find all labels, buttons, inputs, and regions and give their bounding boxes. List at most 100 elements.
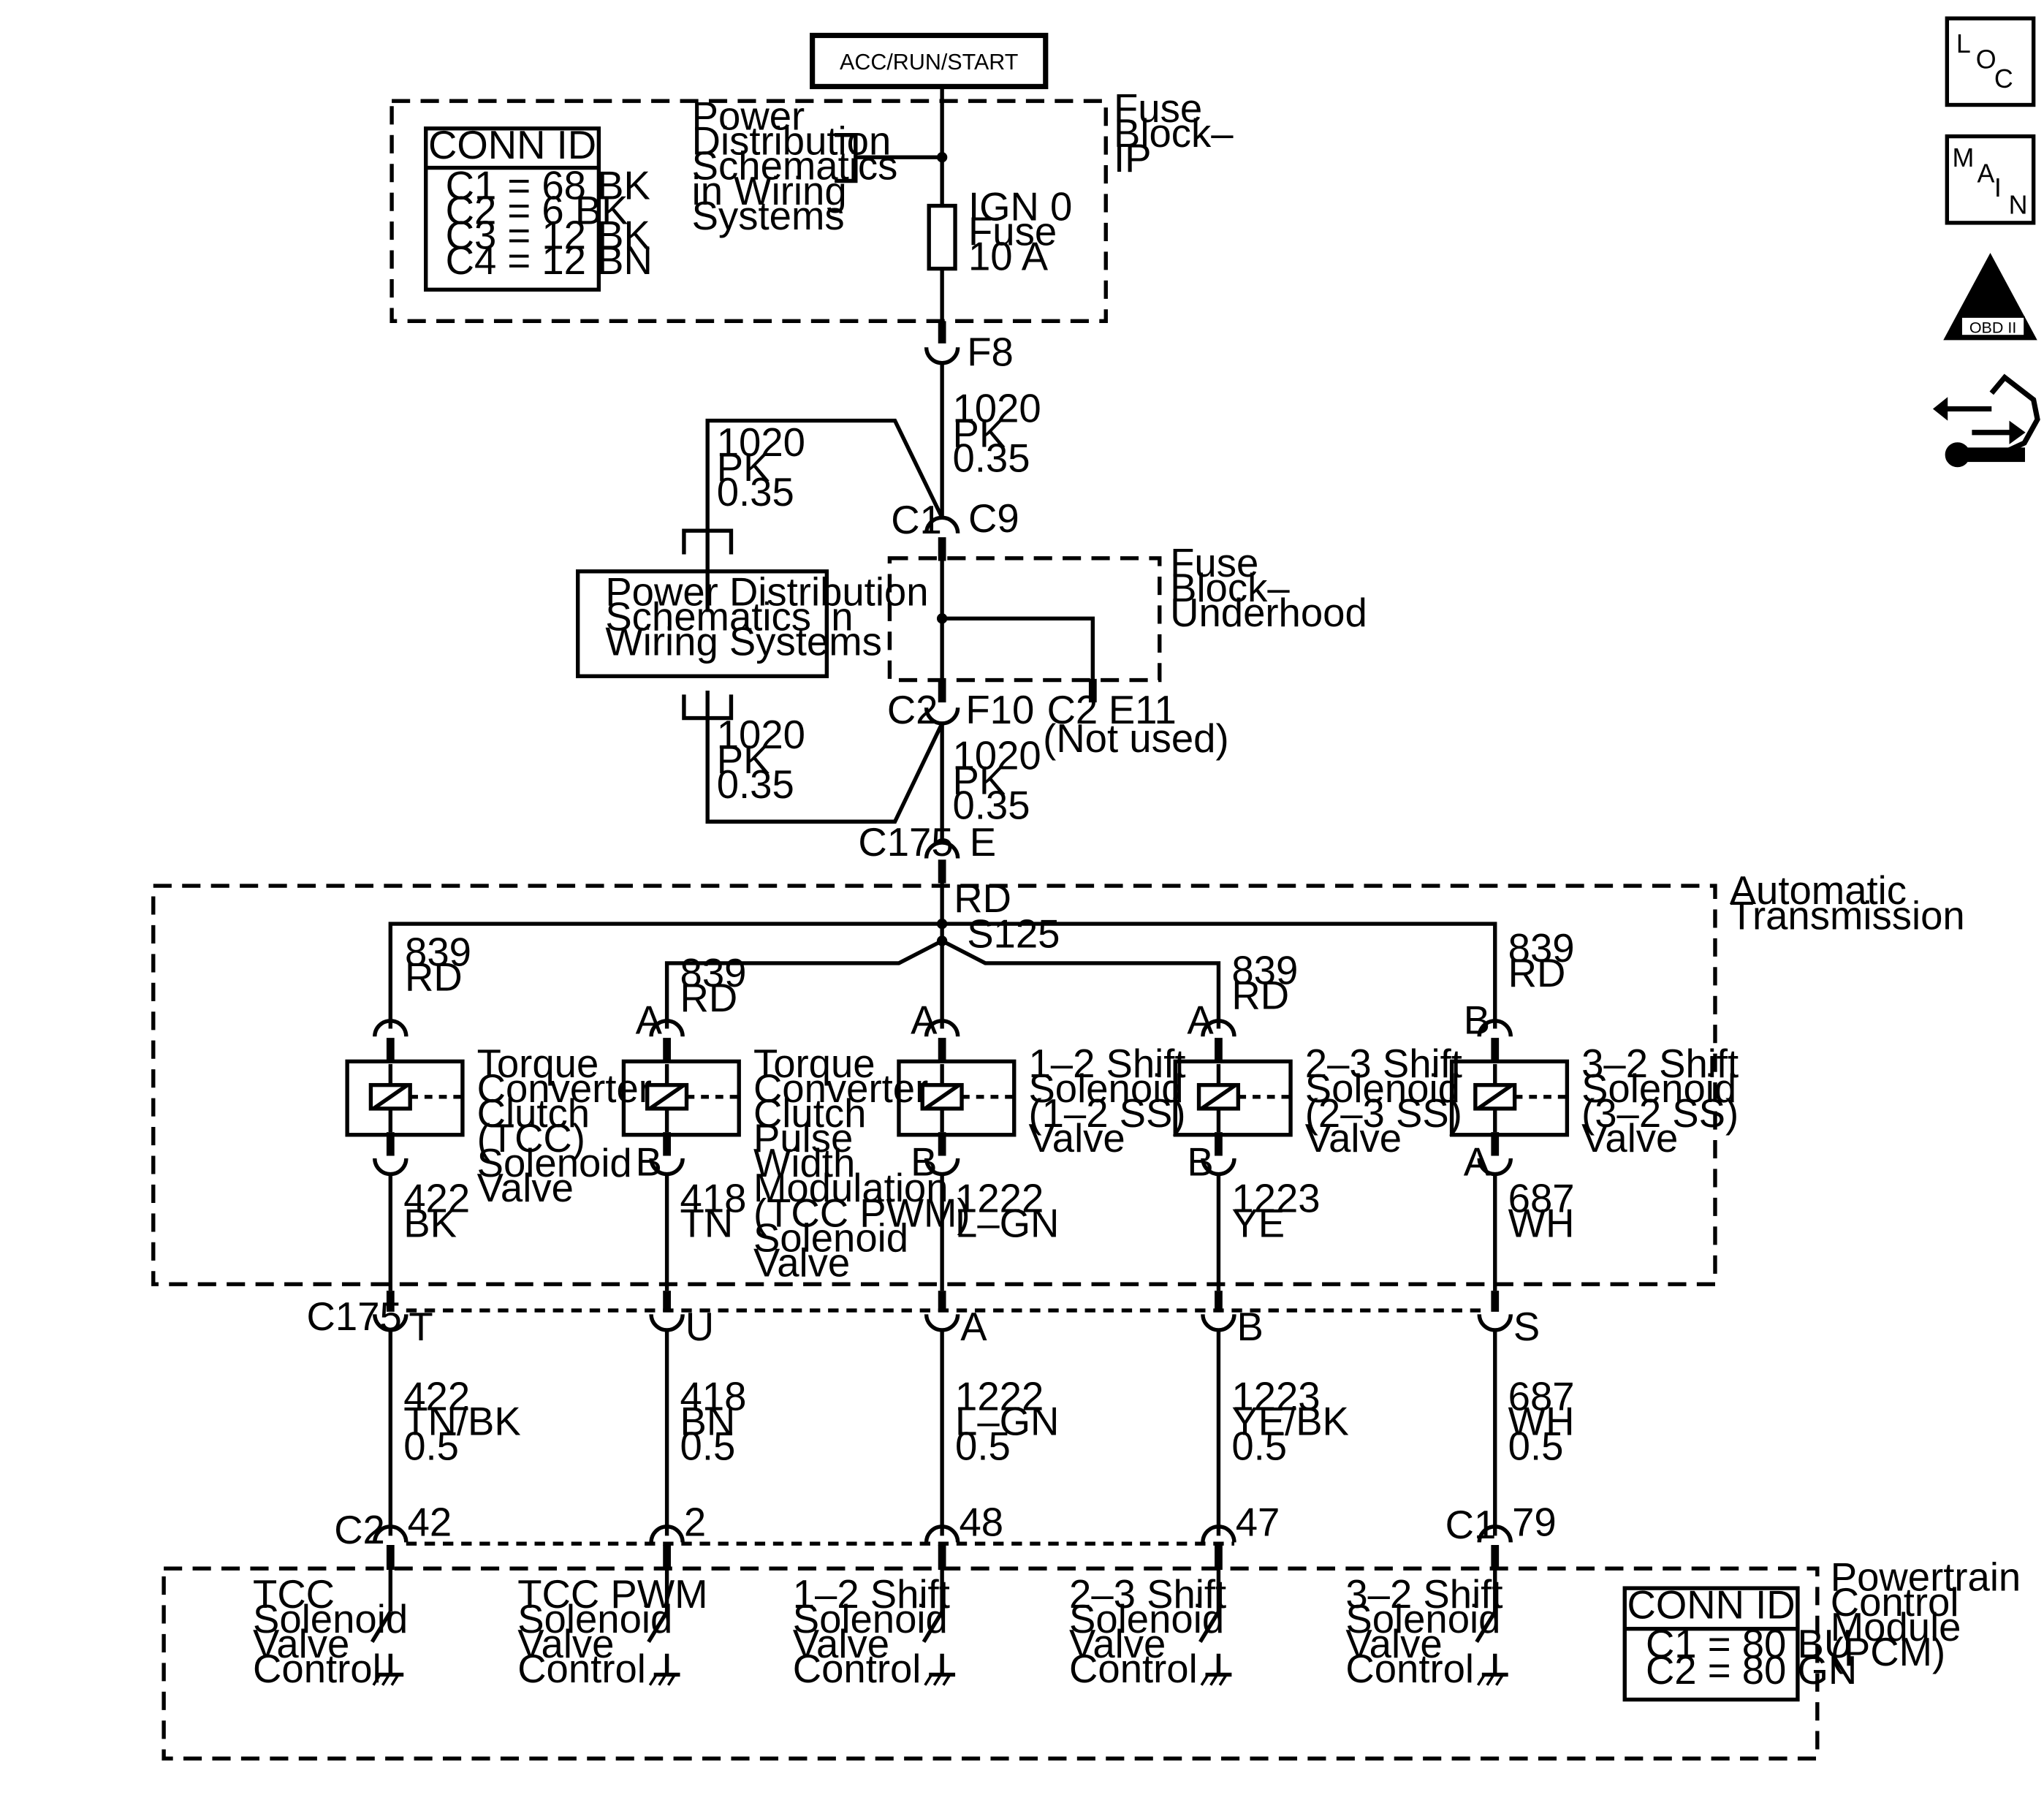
fuse-block-ip-conn-id-3: C4 = 12 BN	[446, 238, 653, 283]
power-distribution-reference-2: Schematics	[692, 144, 898, 189]
fuse-block-ip-conn-id-title: CONN ID	[428, 123, 596, 167]
pcm-control-4-0: 3–2 Shift	[1345, 1572, 1502, 1617]
fuse-ign0-label-0: IGN 0	[968, 184, 1072, 229]
power-distribution-reference-0: Power	[692, 94, 805, 139]
solenoid-3-wire-out-0: 1223	[1231, 1177, 1320, 1221]
pcm-control-1-3: Control	[517, 1647, 646, 1691]
solenoid-1-name-0: Torque	[753, 1041, 875, 1086]
power-source-box	[810, 32, 1049, 89]
pcm-control-3-2: Valve	[1069, 1622, 1166, 1666]
wire-1020-main-a-1: PK	[952, 411, 1006, 455]
main-icon[interactable]	[1945, 134, 2036, 225]
solenoid-1-name-7: Solenoid	[753, 1215, 908, 1260]
fuse-block-ip-conn-id-box	[424, 126, 601, 292]
fuse-block-underhood-label-2: Underhood	[1170, 591, 1367, 635]
connector-c2-e11-label: C2	[1047, 688, 1098, 732]
harness-wire-1-1: BN	[680, 1399, 736, 1443]
fuse-block-ip-label-2: IP	[1114, 136, 1152, 181]
pcm-control-2-0: 1–2 Shift	[793, 1572, 950, 1617]
main-icon-letter-2: I	[1994, 173, 2002, 202]
power-distribution-box-label-1: Schematics in	[605, 594, 853, 639]
not-used-label: (Not used)	[1043, 716, 1228, 761]
solenoid-0-name-5: Valve	[477, 1166, 574, 1210]
solenoid-1-name-3: Pulse	[753, 1116, 853, 1161]
solenoid-3-name-1: Solenoid	[1305, 1066, 1460, 1111]
solenoid-1-wire-out-1: TN	[680, 1201, 734, 1246]
solenoid-0-name-4: Solenoid	[477, 1141, 632, 1185]
pcm-label-1: Control	[1831, 1580, 1959, 1625]
solenoid-3-name-2: (2–3 SS)	[1305, 1091, 1462, 1136]
power-distribution-box	[576, 569, 829, 678]
solenoid-2-name-2: (1–2 SS)	[1028, 1091, 1185, 1136]
solenoid-2-wire-out-0: 1222	[955, 1177, 1044, 1221]
pcm-control-2-1: Solenoid	[793, 1597, 948, 1641]
solenoid-1-wire-in-1: RD	[680, 976, 738, 1020]
solenoid-column-1	[621, 1019, 741, 1686]
c175-pin-4: S	[1513, 1305, 1540, 1349]
solenoid-2-name-3: Valve	[1028, 1116, 1125, 1161]
harness-wire-4-2: 0.5	[1508, 1424, 1564, 1468]
pcm-control-0-0: TCC	[253, 1572, 335, 1617]
solenoid-column-3	[1173, 1019, 1293, 1686]
wire-1020-main-a-0: 1020	[952, 386, 1041, 430]
harness-wire-2-0: 1222	[955, 1374, 1044, 1419]
solenoid-1-wire-in-0: 839	[680, 951, 747, 995]
solenoid-4-name-1: Solenoid	[1581, 1066, 1736, 1111]
solenoid-0-name-0: Torque	[477, 1041, 599, 1086]
pcm-control-3-3: Control	[1069, 1647, 1198, 1691]
solenoid-0-name-1: Converter	[477, 1066, 652, 1111]
pcm-conn-id-title: CONN ID	[1627, 1582, 1796, 1627]
solenoid-4-wire-in-0: 839	[1508, 926, 1575, 971]
c175-pin-1: U	[685, 1305, 714, 1349]
solenoid-3-name-0: 2–3 Shift	[1305, 1041, 1462, 1086]
terminal-f8-label: F8	[967, 330, 1014, 374]
pcm-boundary	[162, 1566, 1820, 1761]
c175-pin-3: B	[1237, 1305, 1264, 1349]
pcm-control-4-3: Control	[1345, 1647, 1474, 1691]
connector-e11-label: E11	[1109, 688, 1177, 732]
main-icon-letter-1: A	[1977, 159, 1995, 188]
pcm-control-4-2: Valve	[1345, 1622, 1442, 1666]
solenoid-4-pin-top: B	[1464, 998, 1490, 1043]
solenoid-2-name-1: Solenoid	[1028, 1066, 1183, 1111]
solenoid-4-wire-out-0: 687	[1508, 1177, 1575, 1221]
diagnostic-flow-icon[interactable]	[1932, 373, 2040, 468]
solenoid-0-wire-out-0: 422	[403, 1177, 470, 1221]
pcm-control-0-1: Solenoid	[253, 1597, 408, 1641]
solenoid-2-pin-bottom: B	[911, 1139, 937, 1184]
harness-wire-3-1: YE/BK	[1231, 1399, 1349, 1443]
solenoid-column-2	[897, 1019, 1017, 1686]
pcm-conn-id-0: C1 = 80 BU	[1646, 1622, 1853, 1666]
solenoid-1-name-6: (TCC PWM)	[753, 1191, 970, 1235]
harness-wire-0-2: 0.5	[403, 1424, 459, 1468]
wire-1020-main-b-0: 1020	[952, 734, 1041, 778]
wire-1020-left-bottom-0: 1020	[717, 713, 805, 757]
loc-icon-letter-1: O	[1976, 45, 1996, 74]
solenoid-column-4	[1449, 1019, 1570, 1686]
solenoid-2-name-0: 1–2 Shift	[1028, 1041, 1185, 1086]
fuse-block-ip-label-1: Block–	[1114, 111, 1234, 156]
solenoid-0-wire-in-0: 839	[405, 930, 471, 974]
solenoid-3-pin-bottom: B	[1187, 1139, 1213, 1184]
pcm-control-1-1: Solenoid	[517, 1597, 672, 1641]
bus-color-label: RD	[954, 876, 1011, 921]
pcm-pin-4: 79	[1512, 1500, 1557, 1544]
loc-icon[interactable]	[1945, 16, 2036, 107]
wire-1020-left-top-2: 0.35	[717, 470, 794, 515]
wire-1020-main-b-1: PK	[952, 759, 1006, 803]
pcm-conn-id-1: C2 = 80 GN	[1646, 1648, 1857, 1693]
loc-icon-letter-0: L	[1956, 29, 1971, 58]
obd-icon-label: OBD II	[1969, 319, 2017, 336]
solenoid-4-name-0: 3–2 Shift	[1581, 1041, 1739, 1086]
connector-e-label: E	[970, 820, 996, 865]
solenoid-1-name-8: Valve	[753, 1240, 850, 1285]
solenoid-3-name-3: Valve	[1305, 1116, 1402, 1161]
c175-pin-0: T	[409, 1305, 433, 1349]
fuse-block-ip-conn-id-2: C3 = 12 BK	[446, 213, 650, 258]
pcm-control-3-1: Solenoid	[1069, 1597, 1224, 1641]
pcm-control-2-3: Control	[793, 1647, 922, 1691]
pcm-label-3: (PCM)	[1831, 1630, 1945, 1674]
pcm-control-1-0: TCC PWM	[517, 1572, 707, 1617]
solenoid-2-pin-top: A	[911, 998, 938, 1043]
